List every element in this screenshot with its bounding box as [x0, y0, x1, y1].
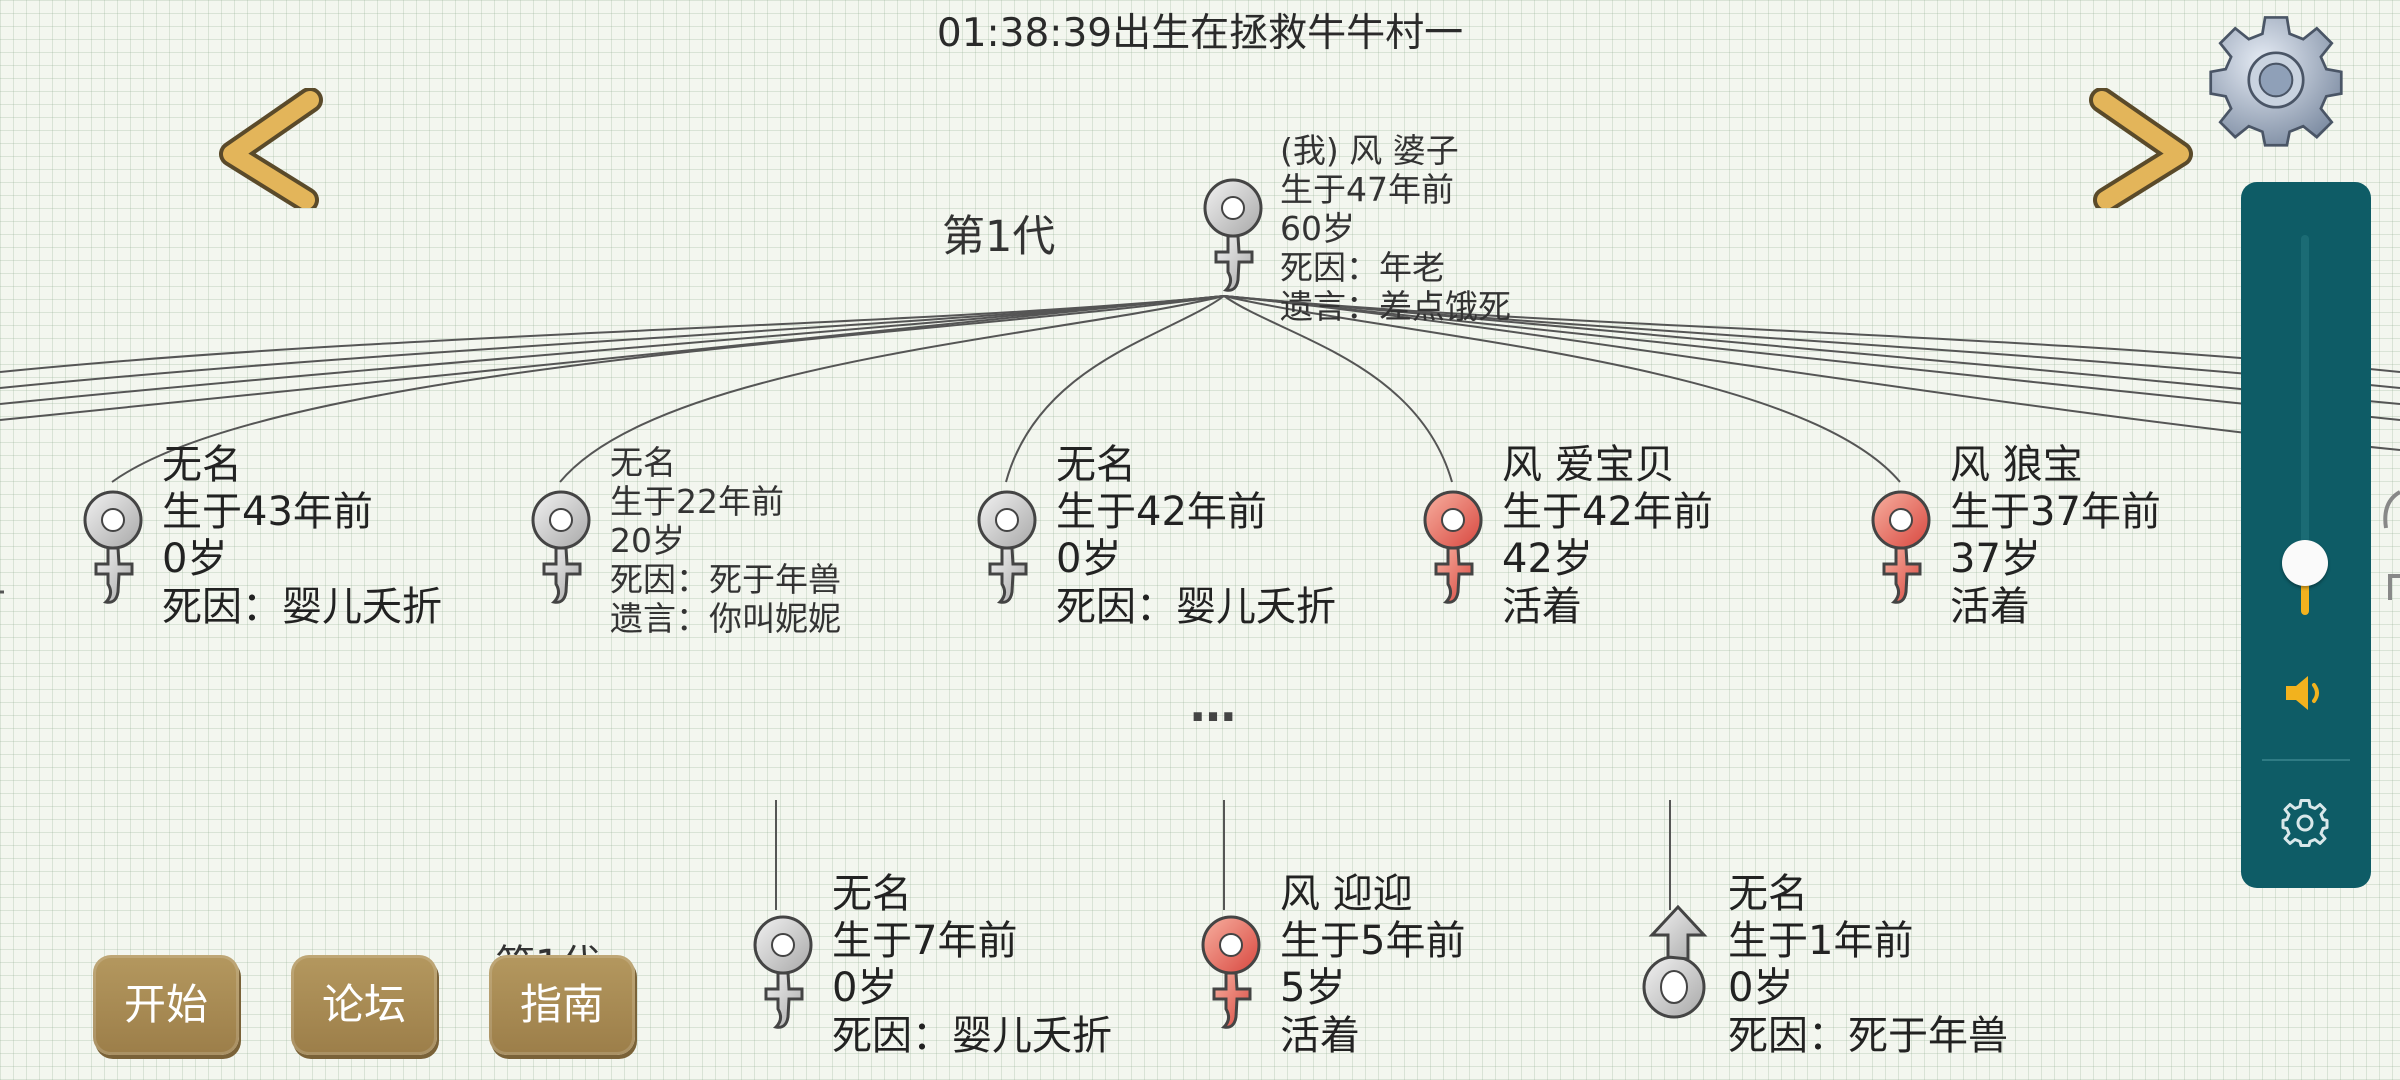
person-age: 0岁 [1728, 965, 1794, 1012]
child-info: 无名 生于43年前 0岁 死因：婴儿夭折 [162, 442, 442, 631]
person-age: 42岁 [1502, 536, 1593, 583]
female-symbol-icon [83, 490, 143, 604]
person-age: 60岁 [1280, 208, 1355, 248]
generation-label: 第1代 [942, 212, 1056, 262]
person-name: 无名 [162, 442, 242, 488]
person-last-words: 遗言：你叫妮妮 [610, 598, 841, 638]
person-age: 0岁 [162, 536, 228, 583]
female-symbol-icon [977, 490, 1037, 604]
tree-connector-offscreen [0, 295, 1225, 405]
volume-slider-thumb[interactable] [2282, 540, 2328, 586]
person-born: 生于37年前 [1950, 489, 2161, 536]
person-name: 无名 [832, 871, 912, 917]
female-symbol-icon [1871, 490, 1931, 604]
person-born: 生于42年前 [1056, 489, 1267, 536]
person-status: 死因：婴儿夭折 [1056, 583, 1336, 630]
gear-outline-icon[interactable] [2280, 798, 2330, 848]
descendant-info: 无名 生于7年前 0岁 死因：婴儿夭折 [832, 871, 1112, 1060]
person-born: 生于1年前 [1728, 918, 1914, 965]
person-status: 死因：死于年兽 [610, 559, 841, 599]
panel-divider [2262, 759, 2350, 761]
offscreen-symbol-fragment [2383, 490, 2400, 600]
descendant-info: 风 迎迎 生于5年前 5岁 活着 [1280, 871, 1465, 1060]
child-info: 风 狼宝 生于37年前 37岁 活着 [1950, 442, 2161, 631]
person-age: 0岁 [832, 965, 898, 1012]
child-info: 无名 生于22年前 20岁 死因：死于年兽 遗言：你叫妮妮 [610, 443, 841, 639]
person-age: 5岁 [1280, 965, 1346, 1012]
person-status: 活着 [1280, 1012, 1360, 1059]
person-age: 0岁 [1056, 536, 1122, 583]
person-born: 生于22年前 [610, 481, 784, 521]
person-status: 死因：死于年兽 [1728, 1012, 2008, 1059]
person-status: 活着 [1502, 583, 1582, 630]
person-status: 活着 [1950, 583, 2030, 630]
speaker-icon[interactable] [2280, 668, 2330, 718]
child-info: 无名 生于42年前 0岁 死因：婴儿夭折 [1056, 442, 1336, 631]
male-symbol-icon [1642, 905, 1706, 1019]
person-age: 37岁 [1950, 536, 2041, 583]
person-name: (我) 风 婆子 [1280, 131, 1459, 170]
tree-connector-offscreen [0, 295, 1225, 373]
offscreen-node-fragment [0, 580, 12, 630]
page-title: 01:38:39出生在拯救牛牛村一 [936, 11, 1464, 56]
child-info: 风 爱宝贝 生于42年前 42岁 活着 [1502, 442, 1713, 631]
person-name: 无名 [1728, 871, 1808, 917]
chevron-right-icon[interactable] [2082, 88, 2202, 208]
tree-connector-offscreen [0, 295, 1225, 389]
more-ellipsis[interactable]: … [1190, 678, 1238, 732]
person-born: 生于7年前 [832, 918, 1018, 965]
chevron-left-icon[interactable] [210, 88, 330, 208]
female-symbol-icon [753, 915, 813, 1029]
volume-slider-track[interactable] [2301, 235, 2309, 615]
person-death-cause: 死因：年老 [1280, 247, 1445, 287]
person-born: 生于43年前 [162, 489, 373, 536]
forum-button[interactable]: 论坛 [291, 955, 437, 1055]
person-age: 20岁 [610, 520, 685, 560]
gear-icon[interactable] [2208, 12, 2344, 148]
person-status: 死因：婴儿夭折 [162, 583, 442, 630]
person-born: 生于47年前 [1280, 169, 1454, 209]
person-born: 生于5年前 [1280, 918, 1466, 965]
female-symbol-icon [1201, 915, 1261, 1029]
person-name: 风 狼宝 [1950, 442, 2083, 488]
female-symbol-icon [1203, 178, 1263, 292]
guide-button[interactable]: 指南 [489, 955, 635, 1055]
person-status: 死因：婴儿夭折 [832, 1012, 1112, 1059]
root-info: (我) 风 婆子 生于47年前 60岁 死因：年老 遗言：差点饿死 [1280, 131, 1511, 327]
person-last-words: 遗言：差点饿死 [1280, 286, 1511, 326]
person-name: 无名 [610, 443, 676, 482]
female-symbol-icon [1423, 490, 1483, 604]
person-born: 生于42年前 [1502, 489, 1713, 536]
start-button[interactable]: 开始 [93, 955, 239, 1055]
female-symbol-icon [531, 490, 591, 604]
tree-connector-offscreen [0, 295, 1225, 421]
volume-slider-fill [2301, 563, 2309, 615]
person-name: 风 迎迎 [1280, 871, 1413, 917]
descendant-info: 无名 生于1年前 0岁 死因：死于年兽 [1728, 871, 2008, 1060]
person-name: 风 爱宝贝 [1502, 442, 1675, 488]
person-name: 无名 [1056, 442, 1136, 488]
